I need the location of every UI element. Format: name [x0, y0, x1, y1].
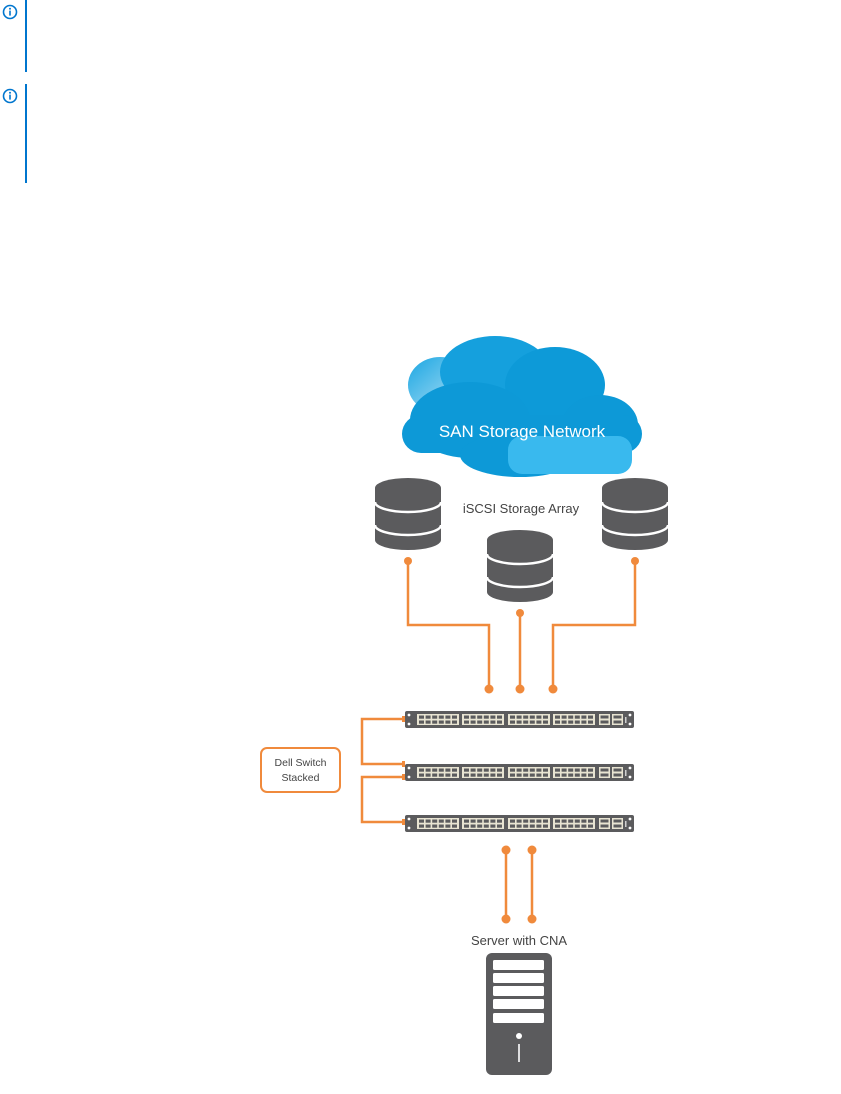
port-block	[508, 767, 550, 778]
port-block	[462, 714, 504, 725]
stack-cable-2	[360, 775, 404, 824]
cable-dot	[484, 684, 494, 694]
port-block	[462, 767, 504, 778]
storage-cables	[406, 561, 637, 688]
port-block	[553, 818, 595, 829]
port-block	[553, 714, 595, 725]
sfp-port	[612, 818, 623, 829]
cloud-label: SAN Storage Network	[439, 422, 606, 441]
sfp-port	[612, 714, 623, 725]
cable-dot	[548, 684, 558, 694]
cable-dot	[515, 684, 525, 694]
cable-left-storage	[406, 561, 491, 688]
server-cables	[504, 850, 534, 919]
storage-array-label: iSCSI Storage Array	[463, 501, 580, 516]
stack-cable-ends	[402, 716, 405, 825]
note-rule	[25, 0, 27, 72]
note-rule	[25, 84, 27, 183]
storage-array-icon	[485, 530, 555, 602]
stack-cable-1	[360, 717, 404, 766]
server-label: Server with CNA	[471, 933, 567, 948]
storage-array-icon	[373, 478, 443, 550]
dell-switch	[405, 815, 634, 832]
port-block	[553, 767, 595, 778]
cable-dot	[404, 557, 412, 565]
stack-label-line2: Stacked	[282, 772, 320, 784]
storage-array-icon	[600, 478, 670, 550]
port-block	[417, 818, 459, 829]
info-icon	[2, 4, 18, 20]
port-block	[462, 818, 504, 829]
dell-switch	[405, 711, 634, 728]
sfp-port	[599, 714, 610, 725]
server-cable-ends	[501, 845, 537, 924]
sfp-port	[599, 767, 610, 778]
san-cloud: SAN Storage Network	[402, 336, 642, 477]
cable-endpoints	[404, 557, 639, 694]
port-block	[508, 818, 550, 829]
port-block	[417, 767, 459, 778]
cable-dot	[516, 609, 524, 617]
port-block	[417, 714, 459, 725]
port-block	[508, 714, 550, 725]
stack-label-line1: Dell Switch	[275, 757, 327, 769]
sfp-port	[599, 818, 610, 829]
stack-label-box: Dell Switch Stacked	[260, 747, 341, 793]
cable-right-storage	[551, 561, 637, 688]
dell-switch	[405, 764, 634, 781]
sfp-port	[612, 767, 623, 778]
stacking-cables	[360, 717, 404, 824]
cable-dot	[631, 557, 639, 565]
info-icon	[2, 88, 18, 104]
server-icon	[486, 953, 552, 1075]
